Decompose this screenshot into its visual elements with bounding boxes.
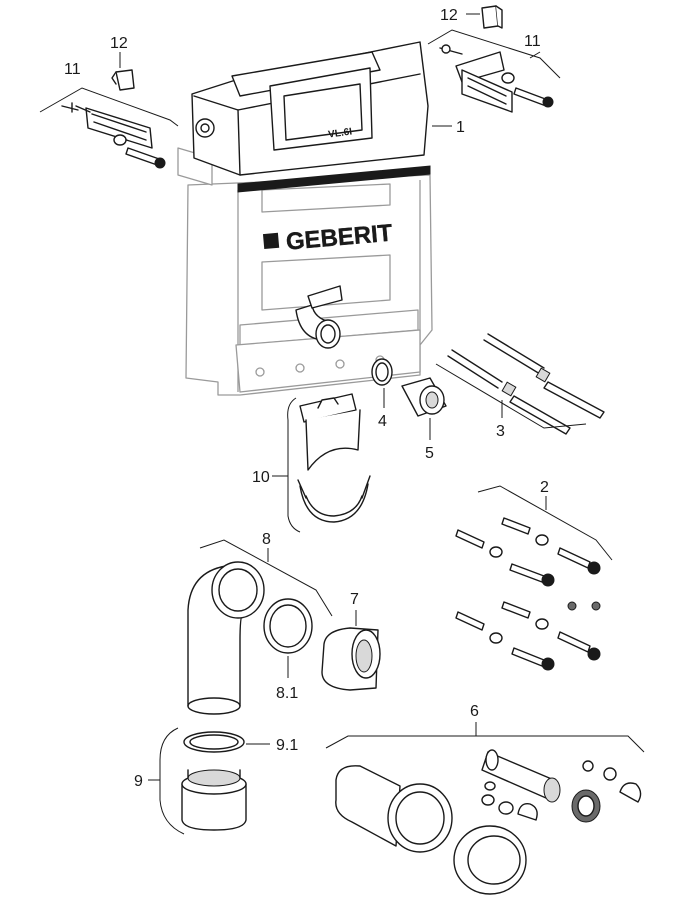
leader-lines [39,13,645,835]
label-part-7: 7 [350,591,359,608]
label-part-5: 5 [425,445,434,462]
part-12-left-clip [111,69,135,91]
part-9-1-seal [183,731,245,753]
label-part-8: 8 [262,531,271,548]
part-11-left-wall-bracket [61,102,166,169]
part-12-right-clip [481,5,503,29]
label-part-4: 4 [378,413,387,430]
part-labels: 1 11 12 11 12 10 4 5 3 2 8 8.1 7 9.1 9 6 [64,7,549,790]
label-part-2: 2 [540,479,549,496]
label-part-3: 3 [496,423,505,440]
part-8-connection-bend [187,561,265,715]
part-7-coupling [321,627,381,691]
part-6-connection-set [335,749,642,895]
label-part-12-right: 12 [440,7,458,24]
part-3-threaded-rods [447,333,605,435]
label-part-10: 10 [252,469,270,486]
part-1-installation-frame: VL.6I GEBERIT [177,41,433,396]
label-part-11-left: 11 [64,61,81,78]
label-part-8-1: 8.1 [276,685,298,702]
label-part-12-left: 12 [110,35,128,52]
part-11-right-wall-bracket [439,44,554,113]
part-5-connector [401,377,447,417]
part-2-fixing-set [455,517,601,671]
cistern-model-mark: VL.6I [328,126,353,140]
part-9-pipe-adaptor [181,769,247,831]
label-part-9-1: 9.1 [276,737,298,754]
part-10-bend-holder [297,393,371,523]
label-part-9: 9 [134,773,143,790]
label-part-11-right: 11 [524,33,541,50]
label-part-6: 6 [470,703,479,720]
part-4-seal-ring [371,358,393,386]
label-part-1: 1 [456,119,465,136]
part-8-1-seal [263,598,313,654]
